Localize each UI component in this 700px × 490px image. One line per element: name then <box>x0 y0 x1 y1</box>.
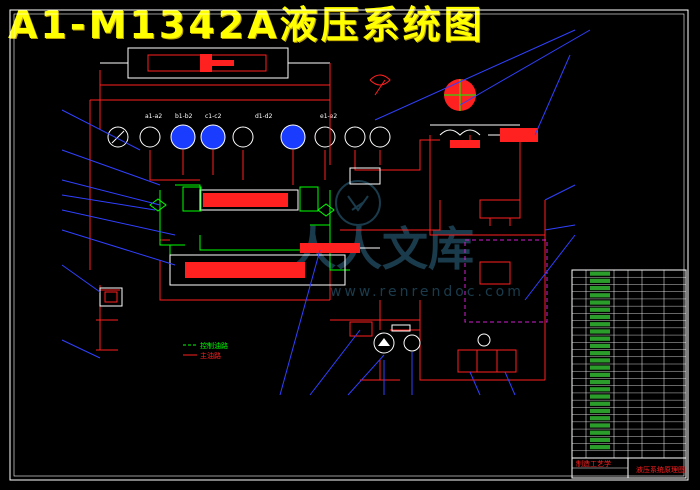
legend: 控制油路 主油路 <box>183 341 228 360</box>
gauge-row <box>107 124 391 150</box>
table-cell-fill <box>590 394 610 399</box>
table-cell-fill <box>590 401 610 406</box>
gauge-label-d: d1-d2 <box>255 113 273 120</box>
gauge-label-e: e1-e2 <box>320 113 337 120</box>
table-cell-fill <box>590 329 610 334</box>
table-cell-fill <box>590 278 610 283</box>
left-actuator <box>96 287 123 351</box>
table-cell-fill <box>590 351 610 356</box>
directional-valve <box>457 333 517 373</box>
table-cell-fill <box>590 430 610 435</box>
upper-valve-block <box>149 186 335 217</box>
watermark: 人人文库 www.renrendoc.com <box>290 180 524 300</box>
table-cell-fill <box>590 408 610 414</box>
right-components <box>349 74 538 226</box>
outer-frame <box>9 9 689 481</box>
gauge-label-a: a1-a2 <box>145 113 162 120</box>
table-cell-fill <box>590 343 610 349</box>
table-cell-fill <box>590 322 610 327</box>
relief-valve <box>479 261 511 285</box>
lower-valve-block <box>169 243 380 286</box>
table-cell-fill <box>590 365 610 370</box>
pump-motor <box>349 321 421 354</box>
table-cell-fill <box>590 379 610 385</box>
parts-list-rows <box>572 271 686 451</box>
table-cell-fill <box>590 307 610 312</box>
table-cell-fill <box>590 423 610 428</box>
legend-label-control: 控制油路 <box>200 341 228 350</box>
gauge-label-b: b1-b2 <box>175 113 193 120</box>
table-cell-fill <box>590 387 610 392</box>
table-cell-fill <box>590 300 610 305</box>
legend-label-main: 主油路 <box>200 351 221 360</box>
table-cell-fill <box>590 314 610 320</box>
table-cell-fill <box>590 285 610 291</box>
watermark-url: www.renrendoc.com <box>330 284 524 300</box>
table-cell-fill <box>590 416 610 421</box>
gauge-label-c: c1-c2 <box>205 113 222 120</box>
table-cell-fill <box>590 372 610 377</box>
table-cell-fill <box>590 437 610 443</box>
inner-frame <box>13 13 685 477</box>
leader-lines <box>61 29 591 396</box>
table-cell-fill <box>590 336 610 341</box>
table-cell-fill <box>590 271 610 276</box>
table-cell-fill <box>590 445 610 450</box>
table-cell-fill <box>590 358 610 363</box>
table-cell-fill <box>590 293 610 298</box>
parts-list-table <box>571 269 687 479</box>
title-block-right: 液压系统原理图 <box>636 465 685 474</box>
relief-valve-module <box>464 239 548 323</box>
gauge-labels: a1-a2 b1-b2 c1-c2 d1-d2 e1-e2 <box>145 113 337 120</box>
title-block-left: 制造工艺学 <box>576 459 611 468</box>
